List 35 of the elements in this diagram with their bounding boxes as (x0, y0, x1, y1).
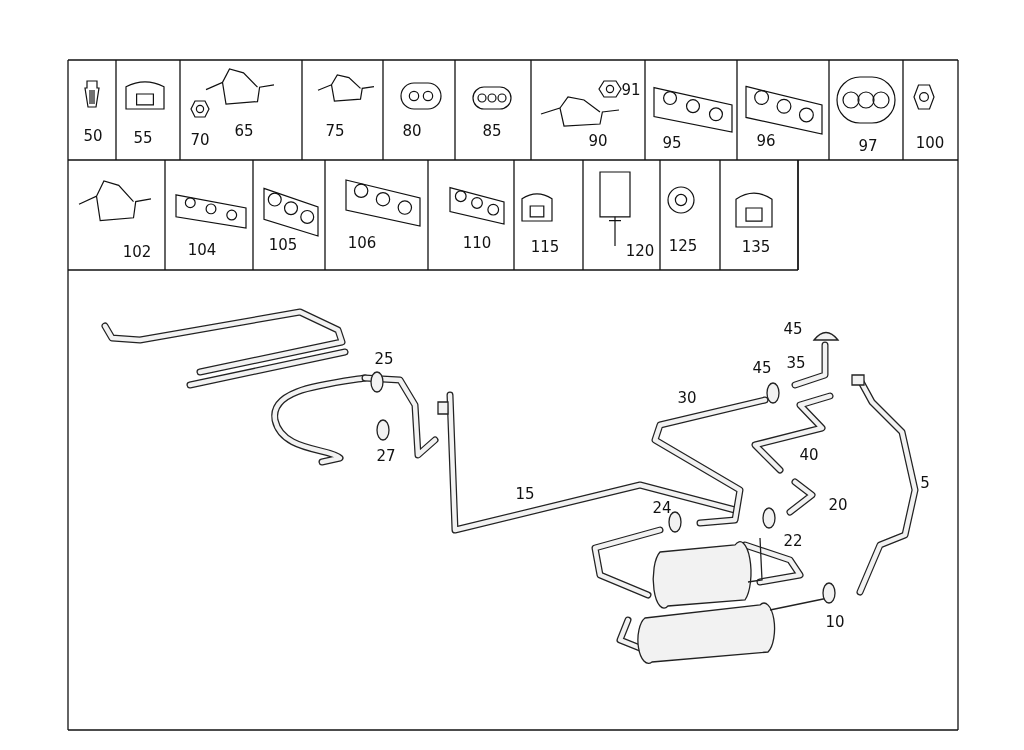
callout-number: 102 (122, 244, 152, 260)
callout-number: 70 (190, 132, 210, 148)
callout-number: 30 (677, 390, 697, 406)
callout-number: 97 (858, 138, 878, 154)
callout-number: 45 (752, 360, 772, 376)
callout-number: 115 (530, 239, 560, 255)
callout-number: 91 (621, 82, 641, 98)
callout-number: 50 (83, 128, 103, 144)
callout-number: 105 (268, 237, 298, 253)
callout-number: 65 (234, 123, 254, 139)
callout-number: 80 (402, 123, 422, 139)
callout-number: 22 (783, 533, 803, 549)
callout-number: 25 (374, 351, 394, 367)
callout-number: 95 (662, 135, 682, 151)
callout-number: 5 (920, 475, 930, 491)
callout-number: 110 (462, 235, 492, 251)
callout-number: 100 (915, 135, 945, 151)
callout-number: 24 (652, 500, 672, 516)
callout-number: 96 (756, 133, 776, 149)
callout-number: 104 (187, 242, 217, 258)
callout-number: 75 (325, 123, 345, 139)
callout-number: 106 (347, 235, 377, 251)
callout-number: 35 (786, 355, 806, 371)
callout-number: 55 (133, 130, 153, 146)
callout-number: 45 (783, 321, 803, 337)
callout-number: 135 (741, 239, 771, 255)
callout-number: 15 (515, 486, 535, 502)
callout-number: 10 (825, 614, 845, 630)
callout-number: 40 (799, 447, 819, 463)
callout-number: 120 (625, 243, 655, 259)
callout-number: 125 (668, 238, 698, 254)
callout-number: 85 (482, 123, 502, 139)
callout-number: 27 (376, 448, 396, 464)
callout-number: 90 (588, 133, 608, 149)
callout-number: 20 (828, 497, 848, 513)
